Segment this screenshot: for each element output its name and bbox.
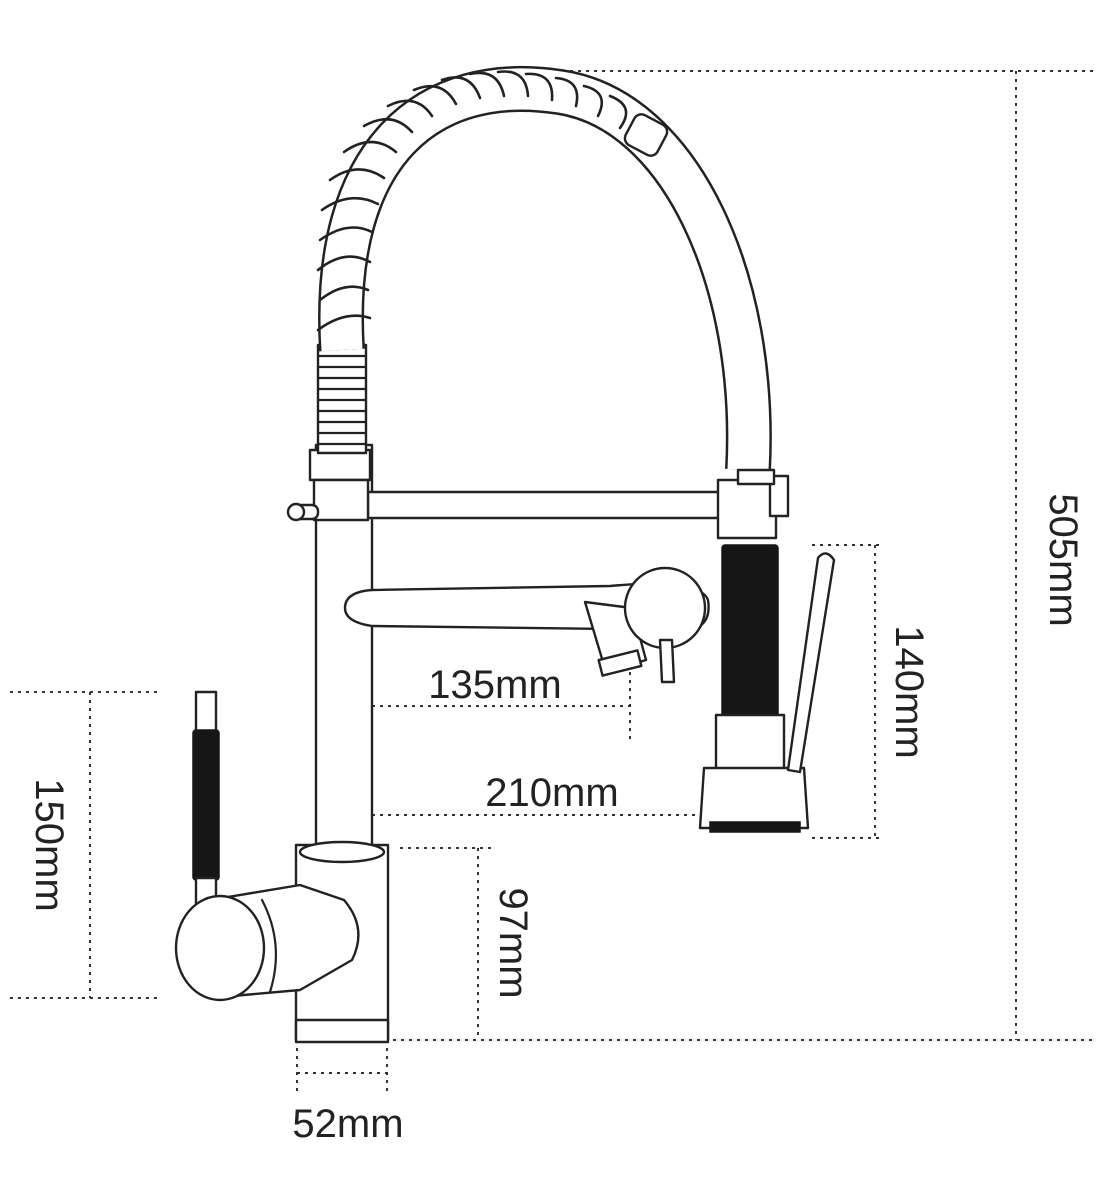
- lower-spout-lever: [658, 638, 676, 684]
- label-reach-210: 210mm: [485, 771, 618, 815]
- label-total-height: 505mm: [1041, 493, 1085, 626]
- label-handle-height: 150mm: [27, 778, 71, 911]
- mixing-handle[interactable]: [174, 690, 360, 1002]
- label-sprayer-length: 140mm: [887, 625, 931, 758]
- sprayer-holder: [716, 478, 778, 540]
- label-reach-135: 135mm: [428, 663, 561, 707]
- sprayer-nozzle: [698, 766, 810, 830]
- dimension-guides: [10, 70, 1095, 1092]
- upper-support-arm: [366, 490, 722, 520]
- faucet-drawing: [174, 65, 836, 1044]
- label-base-height: 97mm: [491, 887, 535, 998]
- spring-coils: [316, 70, 669, 332]
- sprayer-lever[interactable]: [786, 552, 836, 774]
- lower-spout-knob: [623, 566, 707, 650]
- spring-base-ribs: [316, 343, 368, 455]
- sprayer-grip[interactable]: [721, 544, 779, 718]
- label-base-diameter: 52mm: [292, 1102, 403, 1146]
